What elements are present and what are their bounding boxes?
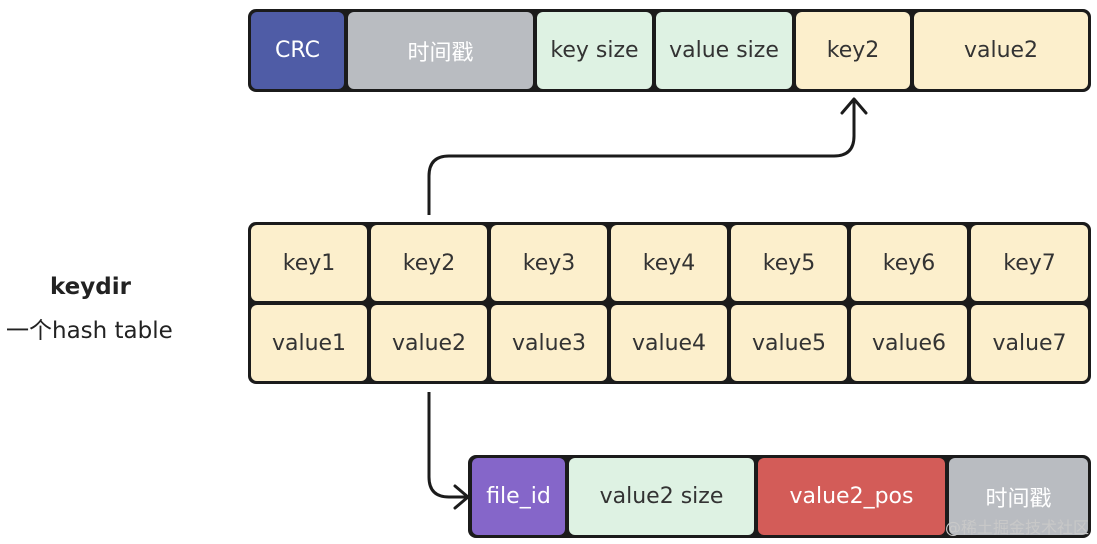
keydir-value-cell: value3	[491, 305, 607, 381]
record-field-value: value2	[914, 12, 1088, 89]
keydir-subtitle: 一个hash table	[6, 318, 173, 344]
record-field-key: key2	[796, 12, 910, 89]
watermark: @稀土掘金技术社区	[944, 518, 1089, 537]
arrow-value2-to-entry	[427, 392, 466, 499]
record-field-value-size: value size	[656, 12, 792, 89]
entry-field-file-id: file_id	[472, 458, 565, 535]
keydir-value-cell: value1	[251, 305, 367, 381]
keydir-value-cell: value5	[731, 305, 847, 381]
keydir-key-cell: key4	[611, 225, 727, 301]
keydir-value-cell: value6	[851, 305, 967, 381]
keydir-value-cell: value4	[611, 305, 727, 381]
record-field-crc: CRC	[251, 12, 344, 89]
keydir-key-cell: key6	[851, 225, 967, 301]
keydir-table: key1 key2 key3 key4 key5 key6 key7 value…	[248, 222, 1091, 384]
entry-field-value-pos: value2_pos	[758, 458, 945, 535]
entry-field-value-size: value2 size	[569, 458, 754, 535]
arrow-key2-to-record	[427, 100, 856, 215]
record-field-timestamp: 时间戳	[348, 12, 533, 89]
record-field-key-size: key size	[537, 12, 652, 89]
record-strip: CRC 时间戳 key size value size key2 value2	[248, 9, 1091, 92]
keydir-value-cell: value7	[971, 305, 1088, 381]
keydir-title: keydir	[50, 274, 131, 300]
keydir-key-cell: key2	[371, 225, 487, 301]
keydir-key-cell: key3	[491, 225, 607, 301]
arrow-head-up	[840, 97, 868, 115]
keydir-key-cell: key1	[251, 225, 367, 301]
entry-field-timestamp: 时间戳	[949, 458, 1088, 535]
entry-strip: file_id value2 size value2_pos 时间戳	[468, 455, 1091, 538]
keydir-key-cell: key7	[971, 225, 1088, 301]
keydir-value-cell: value2	[371, 305, 487, 381]
keydir-key-cell: key5	[731, 225, 847, 301]
